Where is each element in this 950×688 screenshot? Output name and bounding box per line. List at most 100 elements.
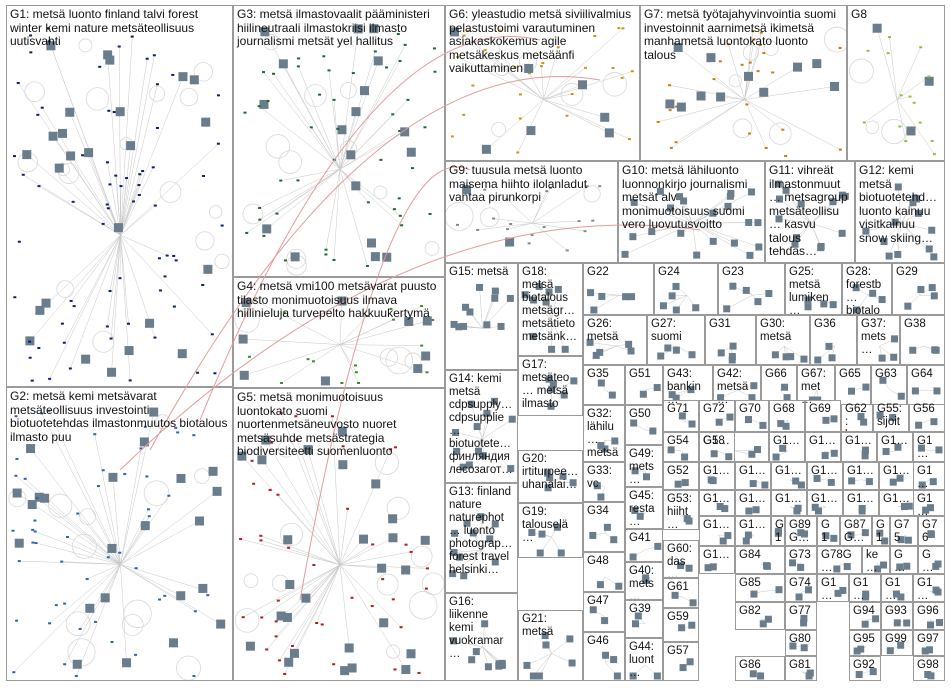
group-panel-g72[interactable]: G72 (699, 400, 735, 432)
group-panel-gsmall_c[interactable]: G1… (805, 432, 841, 462)
group-panel-g32[interactable]: G32: lähilu… metsä (583, 405, 625, 462)
group-panel-g65[interactable]: G65 (835, 365, 871, 405)
group-panel-g73[interactable]: G73 (785, 546, 817, 574)
group-panel-g7[interactable]: G7: metsä työtajahyvinvointia suomi inve… (640, 5, 847, 161)
group-panel-gsmall_af[interactable]: G… (890, 546, 918, 574)
group-panel-g17[interactable]: G17: metsäteo… metsä ilmasto (518, 356, 583, 416)
group-panel-g31[interactable]: G31 (705, 315, 756, 365)
group-panel-gsmall_l[interactable]: G1… (879, 462, 915, 490)
group-panel-gsmall_r[interactable]: G1… (843, 490, 879, 516)
group-panel-g57[interactable]: G57 (663, 642, 699, 681)
group-panel-g39[interactable]: G39 (625, 600, 663, 638)
group-panel-g18[interactable]: G18: metsä biotalous metsägr… metsätieto… (518, 263, 583, 356)
group-panel-g33[interactable]: G33: vc (583, 462, 625, 502)
group-panel-g71[interactable]: G71 (663, 400, 699, 432)
group-panel-g95[interactable]: G95 (849, 630, 881, 656)
group-panel-g66[interactable]: G66 (761, 365, 797, 405)
group-panel-g77[interactable]: G77 (785, 602, 817, 630)
group-panel-gsmall_k[interactable]: G1… (843, 462, 879, 490)
group-panel-gsmall_ab[interactable]: G1… (849, 574, 881, 602)
group-panel-g51[interactable]: G51 (625, 365, 663, 405)
group-panel-g68[interactable]: G68 (769, 400, 805, 432)
group-panel-g22[interactable]: G22 (583, 263, 654, 315)
group-panel-gsmall_g[interactable]: G1… (699, 462, 735, 490)
group-panel-g10[interactable]: G10: metsä lähiluonto luonnonkirjo journ… (618, 161, 765, 263)
group-panel-g76[interactable]: G76 (918, 516, 945, 546)
group-panel-gsmall_w[interactable]: G1… (771, 516, 785, 546)
group-panel-g9[interactable]: G9: tuusula metsä luonto maisema hiihto … (445, 161, 618, 263)
group-panel-gsmall_p[interactable]: G1… (771, 490, 807, 516)
group-panel-g75[interactable]: G75 (890, 516, 918, 546)
group-panel-g3[interactable]: G3: metsä ilmastovaalit pääministeri hii… (233, 5, 445, 277)
group-panel-g40[interactable]: G40: mets… (625, 562, 663, 600)
group-panel-g58[interactable]: G58 (699, 432, 769, 462)
group-panel-g46[interactable]: G46 (583, 632, 625, 681)
group-panel-g82[interactable]: G82 (735, 602, 785, 630)
group-panel-g26[interactable]: G26: metsä (583, 315, 647, 365)
group-panel-gsmall_ag[interactable]: G… (918, 546, 945, 574)
group-panel-g59[interactable]: G59 (663, 608, 699, 642)
group-panel-g28[interactable]: G28: forestb… biotalo… (842, 263, 892, 315)
group-panel-g63[interactable]: G63 (871, 365, 907, 405)
group-panel-gsmall_ae[interactable]: ke… (862, 546, 890, 574)
group-panel-g89[interactable]: G89G… (785, 516, 817, 546)
group-panel-gsmall_d[interactable]: G1… (841, 432, 877, 462)
group-panel-gsmall_j[interactable]: G1… (807, 462, 843, 490)
group-panel-gsmall_i[interactable]: G1… (771, 462, 807, 490)
group-panel-g62[interactable]: G62: kem… (841, 400, 873, 432)
group-panel-g43[interactable]: G43: bankin… (663, 365, 713, 405)
group-panel-gsmall_f[interactable]: G1… (913, 432, 945, 462)
group-panel-gsmall_ac[interactable]: G1… (881, 574, 913, 602)
group-panel-g64[interactable]: G64 (907, 365, 945, 405)
group-panel-g6[interactable]: G6: yleastudio metsä siviilivalmius pela… (445, 5, 640, 161)
group-panel-g42[interactable]: G42: metsä… (713, 365, 761, 405)
group-panel-gsmall_m[interactable]: G1… (913, 462, 945, 490)
group-panel-gsmall_x[interactable]: G1… (817, 516, 840, 546)
group-panel-gsmall_y[interactable]: G1… (872, 516, 890, 546)
group-panel-gsmall_e[interactable]: G1… (877, 432, 913, 462)
group-panel-g80[interactable]: G80 (785, 630, 817, 656)
group-panel-g84[interactable]: G84 (735, 546, 785, 574)
group-panel-g53[interactable]: G53: hiiht… (663, 490, 699, 530)
group-panel-g19[interactable]: G19: talouselä… (518, 503, 583, 558)
group-panel-g56[interactable]: G56 (909, 400, 945, 432)
group-panel-g41[interactable]: G41 (625, 529, 663, 562)
group-panel-g99[interactable]: G99 (881, 630, 913, 656)
group-panel-g78[interactable]: G78G… (817, 546, 862, 574)
group-panel-g8[interactable]: G8 (847, 5, 945, 161)
group-panel-g60[interactable]: G60: das… (663, 540, 699, 578)
group-panel-g52[interactable]: G52 (663, 462, 699, 490)
group-panel-gsmall_a[interactable]: G1… (699, 432, 735, 462)
group-panel-g38[interactable]: G38 (900, 315, 945, 365)
group-panel-g61[interactable]: G61 (663, 578, 699, 608)
group-panel-g13[interactable]: G13: finland nature naturephot… luonto p… (445, 483, 518, 593)
group-panel-g70[interactable]: G70 (735, 400, 769, 432)
group-panel-g36[interactable]: G36 (810, 315, 857, 365)
group-panel-g27[interactable]: G27: suomi (647, 315, 705, 365)
group-panel-g2[interactable]: G2: metsä kemi metsävarat metsäteollisuu… (6, 387, 233, 681)
group-panel-g16[interactable]: G16: liikenne kemi vuokramar… (445, 593, 518, 681)
group-panel-g48[interactable]: G48 (583, 552, 625, 592)
group-panel-g1[interactable]: G1: metsä luonto finland talvi forest wi… (6, 5, 233, 387)
group-panel-gsmall_s[interactable]: G1… (879, 490, 915, 516)
group-panel-gsmall_ad[interactable]: G1… (913, 574, 945, 602)
group-panel-g34[interactable]: G34 (583, 502, 625, 552)
group-panel-g69[interactable]: G69 (805, 400, 841, 432)
group-panel-g15[interactable]: G15: metsä (445, 263, 518, 370)
group-panel-g5[interactable]: G5: metsä monimuotoisuus luontokato suom… (233, 388, 445, 681)
group-panel-g21[interactable]: G21: metsä (518, 610, 583, 681)
group-panel-g54[interactable]: G54 (663, 432, 699, 462)
group-panel-gsmall_aa[interactable]: G1… (817, 574, 849, 602)
group-panel-g30[interactable]: G30: metsä (756, 315, 810, 365)
group-panel-g67[interactable]: G67: met… (797, 365, 835, 405)
group-panel-g45[interactable]: G45: resta… (625, 487, 663, 529)
group-panel-gsmall_z[interactable]: G1… (699, 546, 735, 574)
group-panel-g74[interactable]: G74 (785, 574, 817, 602)
group-panel-g98[interactable]: G98 (913, 656, 945, 681)
group-panel-g37[interactable]: G37: mets… (857, 315, 900, 365)
group-panel-gsmall_n[interactable]: G1… (699, 490, 735, 516)
group-panel-g93[interactable]: G93 (881, 602, 913, 630)
group-panel-g97[interactable]: G97 (913, 630, 945, 656)
group-panel-g47[interactable]: G47 (583, 592, 625, 632)
group-panel-g35[interactable]: G35 (583, 365, 625, 405)
